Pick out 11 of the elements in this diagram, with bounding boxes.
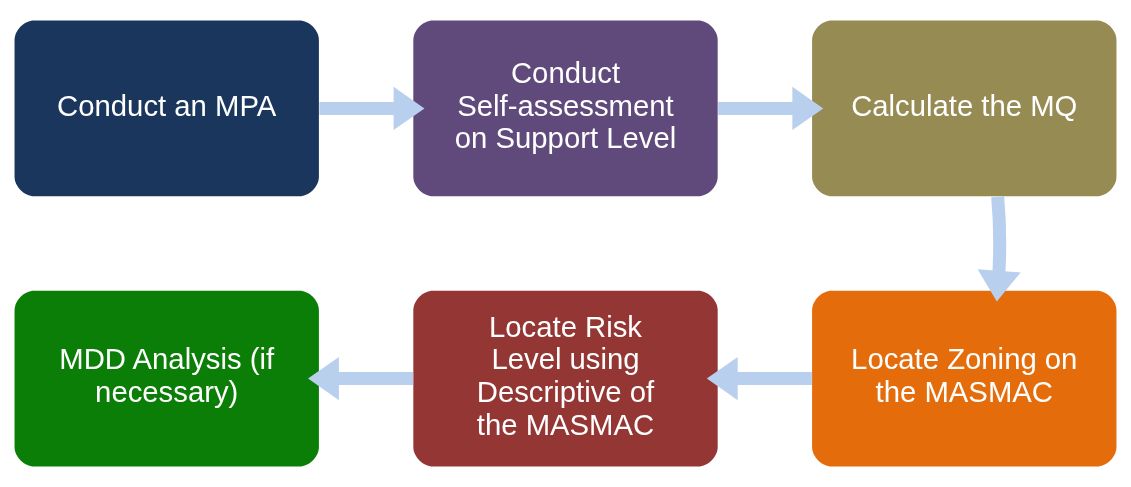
arrow xyxy=(718,86,824,131)
arrow xyxy=(706,356,812,401)
arrow xyxy=(308,356,414,401)
node-box: Calculate the MQ xyxy=(812,20,1117,197)
node-box: MDD Analysis (if necessary) xyxy=(14,290,319,467)
arrow xyxy=(319,86,425,131)
node-box: Conduct Self-assessment on Support Level xyxy=(413,20,718,197)
node-box: Locate Risk Level using Descriptive of the MASMAC xyxy=(413,290,718,467)
node-box: Locate Zoning on the MASMAC xyxy=(812,290,1117,467)
arrow xyxy=(977,196,1021,302)
node-box: Conduct an MPA xyxy=(14,20,319,197)
